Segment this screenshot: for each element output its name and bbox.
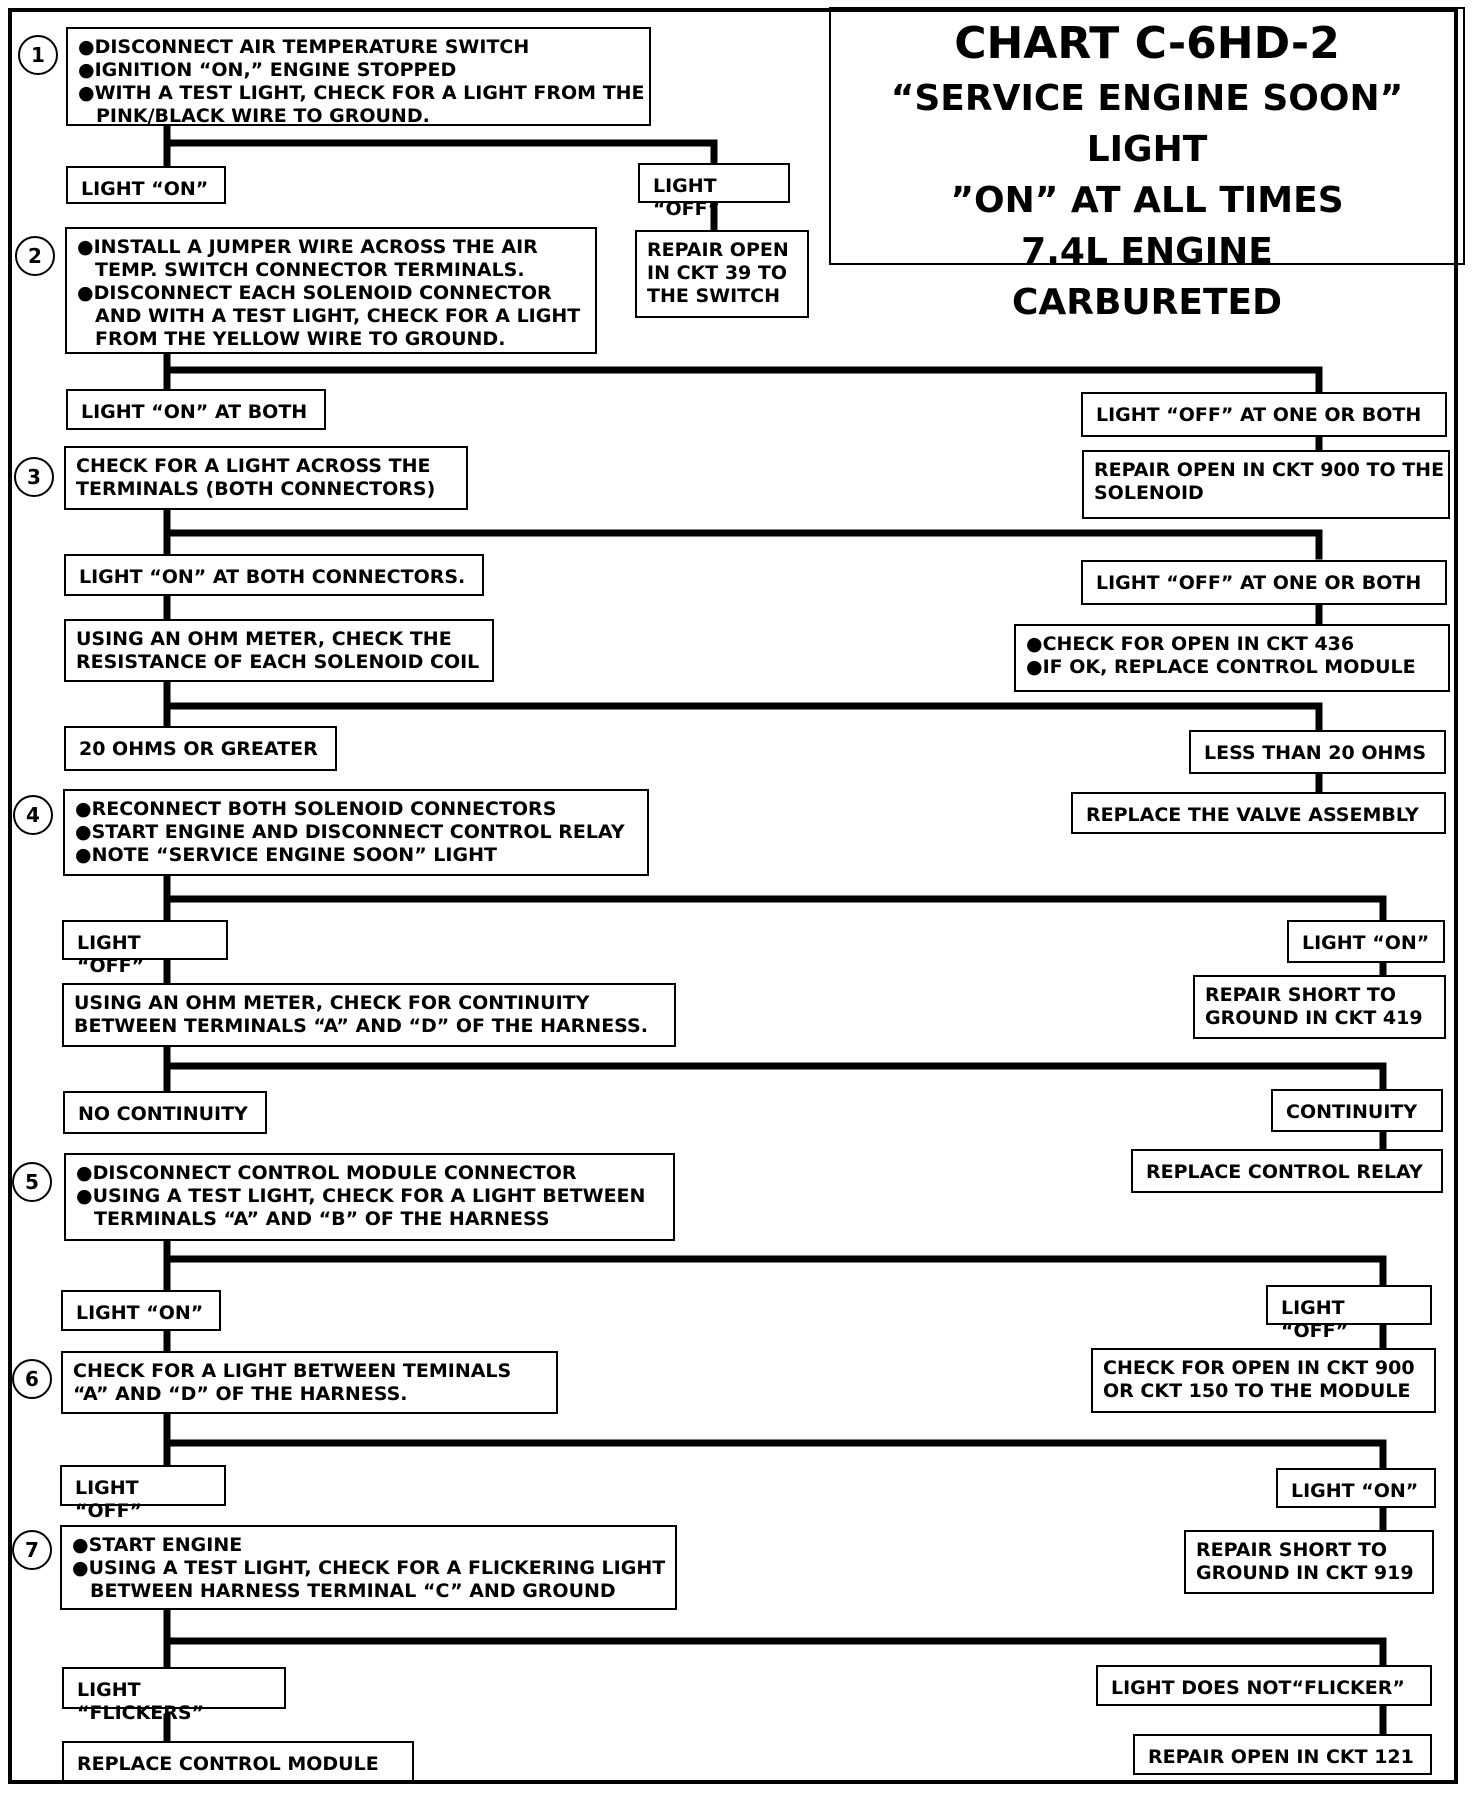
connector-4 xyxy=(163,872,1387,979)
step-2-badge: 2 xyxy=(15,236,55,276)
step-4-box: ●RECONNECT BOTH SOLENOID CONNECTORS ●STA… xyxy=(63,789,649,876)
branch-light-off-5: LIGHT “OFF” xyxy=(1266,1285,1432,1342)
result-check-ckt-436: ●CHECK FOR OPEN IN CKT 436 ●IF OK, REPLA… xyxy=(1014,624,1450,692)
step-5-badge: 5 xyxy=(12,1162,52,1202)
result-replace-control-relay: REPLACE CONTROL RELAY xyxy=(1131,1149,1443,1193)
step-1-line: PINK/BLACK WIRE TO GROUND. xyxy=(96,105,430,127)
result-replace-control-module: REPLACE CONTROL MODULE xyxy=(62,1741,414,1782)
step-5-line: ●USING A TEST LIGHT, CHECK FOR A LIGHT B… xyxy=(76,1185,646,1207)
step-4-badge: 4 xyxy=(13,795,53,835)
result-line: REPAIR SHORT TO xyxy=(1196,1539,1388,1561)
step-2-box: ●INSTALL A JUMPER WIRE ACROSS THE AIR TE… xyxy=(65,227,597,354)
step-3-badge: 3 xyxy=(14,457,54,497)
step-5-line: ●DISCONNECT CONTROL MODULE CONNECTOR xyxy=(76,1162,577,1184)
connector-1 xyxy=(163,122,718,232)
step-6-line: CHECK FOR A LIGHT BETWEEN TEMINALS xyxy=(73,1360,512,1382)
branch-continuity: CONTINUITY xyxy=(1271,1089,1443,1132)
title-line-5: CARBURETED xyxy=(1011,282,1283,323)
step-7-line: ●START ENGINE xyxy=(72,1534,243,1556)
title-line-2: “SERVICE ENGINE SOON” LIGHT xyxy=(890,78,1404,170)
chart-id: CHART C-6HD-2 xyxy=(954,18,1340,69)
step-6-badge: 6 xyxy=(12,1359,52,1399)
result-line: ●IF OK, REPLACE CONTROL MODULE xyxy=(1026,656,1416,678)
chart-title-block: CHART C-6HD-2 “SERVICE ENGINE SOON” LIGH… xyxy=(829,7,1465,323)
step-5-line: TERMINALS “A” AND “B” OF THE HARNESS xyxy=(94,1208,550,1230)
connector-5 xyxy=(163,1237,1387,1352)
branch-light-on-both-connectors: LIGHT “ON” AT BOTH CONNECTORS. xyxy=(64,554,484,596)
branch-light-off: LIGHT “OFF” xyxy=(638,163,790,220)
branch-20-ohms-or-greater: 20 OHMS OR GREATER xyxy=(64,726,337,771)
branch-light-on-5: LIGHT “ON” xyxy=(61,1290,221,1331)
step-2-line: ●DISCONNECT EACH SOLENOID CONNECTOR xyxy=(77,282,552,304)
step-7-box: ●START ENGINE ●USING A TEST LIGHT, CHECK… xyxy=(60,1525,677,1610)
step-4b-line: BETWEEN TERMINALS “A” AND “D” OF THE HAR… xyxy=(74,1015,648,1037)
step-5-box: ●DISCONNECT CONTROL MODULE CONNECTOR ●US… xyxy=(64,1153,675,1241)
result-line: ●CHECK FOR OPEN IN CKT 436 xyxy=(1026,633,1355,655)
step-6-box: CHECK FOR A LIGHT BETWEEN TEMINALS “A” A… xyxy=(61,1351,558,1414)
result-repair-short-ckt-419: REPAIR SHORT TO GROUND IN CKT 419 xyxy=(1193,975,1446,1039)
result-replace-valve-assembly: REPLACE THE VALVE ASSEMBLY xyxy=(1071,792,1446,834)
step-4-line: ●NOTE “SERVICE ENGINE SOON” LIGHT xyxy=(75,844,497,866)
result-line: SOLENOID xyxy=(1094,482,1204,504)
result-line: OR CKT 150 TO THE MODULE xyxy=(1103,1380,1411,1402)
result-repair-short-ckt-919: REPAIR SHORT TO GROUND IN CKT 919 xyxy=(1184,1530,1434,1594)
result-line: GROUND IN CKT 419 xyxy=(1205,1007,1423,1029)
branch-light-off-one-or-both: LIGHT “OFF” AT ONE OR BOTH xyxy=(1081,392,1447,437)
step-4b-line: USING AN OHM METER, CHECK FOR CONTINUITY xyxy=(74,992,590,1014)
result-check-ckt-900-150: CHECK FOR OPEN IN CKT 900 OR CKT 150 TO … xyxy=(1091,1348,1436,1413)
step-1-line: ●IGNITION “ON,” ENGINE STOPPED xyxy=(78,59,457,81)
branch-less-than-20-ohms: LESS THAN 20 OHMS xyxy=(1189,730,1446,774)
step-3-line: TERMINALS (BOTH CONNECTORS) xyxy=(76,478,436,500)
step-2-line: AND WITH A TEST LIGHT, CHECK FOR A LIGHT xyxy=(95,305,581,327)
step-3b-line: USING AN OHM METER, CHECK THE xyxy=(76,628,452,650)
branch-light-on-6: LIGHT “ON” xyxy=(1276,1468,1436,1508)
title-line-3: ”ON” AT ALL TIMES xyxy=(950,180,1344,221)
step-4b-box: USING AN OHM METER, CHECK FOR CONTINUITY… xyxy=(62,983,676,1047)
branch-light-off-one-or-both-2: LIGHT “OFF” AT ONE OR BOTH xyxy=(1081,560,1447,605)
step-7-line: ●USING A TEST LIGHT, CHECK FOR A FLICKER… xyxy=(72,1557,666,1579)
result-repair-open-ckt-121: REPAIR OPEN IN CKT 121 xyxy=(1133,1734,1432,1775)
branch-light-does-not-flicker: LIGHT DOES NOT“FLICKER” xyxy=(1096,1665,1432,1706)
connector-3b xyxy=(163,592,1323,796)
step-3-line: CHECK FOR A LIGHT ACROSS THE xyxy=(76,455,431,477)
step-1-line: ●WITH A TEST LIGHT, CHECK FOR A LIGHT FR… xyxy=(78,82,645,104)
step-7-line: BETWEEN HARNESS TERMINAL “C” AND GROUND xyxy=(90,1580,616,1602)
step-3b-box: USING AN OHM METER, CHECK THE RESISTANCE… xyxy=(64,619,494,682)
result-repair-ckt-39: REPAIR OPEN IN CKT 39 TO THE SWITCH xyxy=(635,230,809,318)
step-1-box: ●DISCONNECT AIR TEMPERATURE SWITCH ●IGNI… xyxy=(66,27,651,127)
step-3b-line: RESISTANCE OF EACH SOLENOID COIL xyxy=(76,651,480,673)
result-line: CHECK FOR OPEN IN CKT 900 xyxy=(1103,1357,1415,1379)
title-line-4: 7.4L ENGINE xyxy=(1021,231,1273,272)
result-line: THE SWITCH xyxy=(647,285,780,307)
result-line: REPAIR OPEN IN CKT 900 TO THE xyxy=(1094,459,1445,481)
outer-border xyxy=(8,8,1458,1784)
step-2-line: ●INSTALL A JUMPER WIRE ACROSS THE AIR xyxy=(77,236,538,258)
step-4-line: ●RECONNECT BOTH SOLENOID CONNECTORS xyxy=(75,798,557,820)
branch-light-on-at-both: LIGHT “ON” AT BOTH xyxy=(66,389,326,430)
step-3-box: CHECK FOR A LIGHT ACROSS THE TERMINALS (… xyxy=(64,446,468,510)
result-repair-ckt-900: REPAIR OPEN IN CKT 900 TO THE SOLENOID xyxy=(1082,450,1450,519)
result-line: REPAIR SHORT TO xyxy=(1205,984,1397,1006)
connector-6 xyxy=(163,1313,1387,1534)
branch-light-on-4: LIGHT “ON” xyxy=(1287,920,1445,963)
connector-4b xyxy=(163,956,1387,1153)
branch-no-continuity: NO CONTINUITY xyxy=(63,1091,267,1134)
step-2-line: TEMP. SWITCH CONNECTOR TERMINALS. xyxy=(95,259,525,281)
branch-light-on: LIGHT “ON” xyxy=(66,166,226,204)
branch-light-off-4: LIGHT “OFF” xyxy=(62,920,228,977)
branch-light-flickers: LIGHT “FLICKERS” xyxy=(62,1667,286,1724)
step-7-badge: 7 xyxy=(12,1530,52,1570)
result-line: REPAIR OPEN xyxy=(647,239,789,261)
step-2-line: FROM THE YELLOW WIRE TO GROUND. xyxy=(95,328,506,350)
step-1-line: ●DISCONNECT AIR TEMPERATURE SWITCH xyxy=(78,36,530,58)
connector-7 xyxy=(163,1606,1387,1745)
step-6-line: “A” AND “D” OF THE HARNESS. xyxy=(73,1383,408,1405)
result-line: GROUND IN CKT 919 xyxy=(1196,1562,1414,1584)
branch-light-off-6: LIGHT “OFF” xyxy=(60,1465,226,1522)
result-line: IN CKT 39 TO xyxy=(647,262,787,284)
step-4-line: ●START ENGINE AND DISCONNECT CONTROL REL… xyxy=(75,821,625,843)
step-1-badge: 1 xyxy=(18,35,58,75)
